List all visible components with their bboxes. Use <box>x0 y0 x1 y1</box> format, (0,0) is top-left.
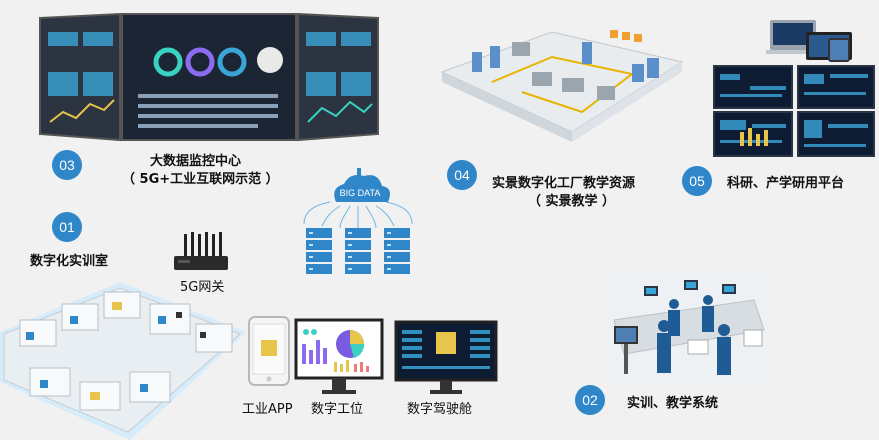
device-label-app: 工业APP <box>242 402 293 417</box>
module-badge-04: 04 <box>447 160 477 190</box>
module-badge-05: 05 <box>682 166 712 196</box>
module-title-01: 数字化实训室 <box>30 254 109 269</box>
phone-icon <box>248 316 290 386</box>
training-lab-model <box>0 272 246 440</box>
module-title-02: 实训、教学系统 <box>627 396 719 411</box>
big-data-label: BIG DATA <box>340 188 381 198</box>
industrial-app-phone <box>248 316 290 386</box>
module-title-05: 科研、产学研用平台 <box>727 176 845 191</box>
module-badge-03: 03 <box>52 150 82 180</box>
digital-workstation-monitor <box>294 318 384 398</box>
module-subtitle-04: （ 实景教学 ） <box>528 194 616 209</box>
device-label-workstation: 数字工位 <box>311 402 364 417</box>
server-stack-left <box>306 228 332 274</box>
module-title-04: 实景数字化工厂教学资源 <box>492 176 636 191</box>
server-stack-right <box>384 228 410 274</box>
teaching-system-scene <box>604 270 772 380</box>
video-wall-graphic <box>39 12 379 142</box>
module-title-03: 大数据监控中心 <box>150 154 242 169</box>
teaching-scene-graphic <box>604 270 772 380</box>
cockpit-graphic <box>394 320 498 394</box>
module-subtitle-03: （ 5G+工业互联网示范 ） <box>122 172 279 187</box>
big-data-graphic: BIG DATA <box>303 168 413 274</box>
gateway-label: 5G网关 <box>180 280 225 295</box>
big-data-cluster: BIG DATA <box>300 166 416 278</box>
training-lab-graphic <box>0 282 246 440</box>
module-badge-01: 01 <box>52 212 82 242</box>
gateway-icon <box>174 232 228 270</box>
module-badge-02: 02 <box>575 385 605 415</box>
server-stack-middle <box>345 228 371 274</box>
research-platform-screens <box>710 20 875 160</box>
device-label-cockpit: 数字驾驶舱 <box>407 402 473 417</box>
gateway-device <box>170 232 232 274</box>
workstation-graphic <box>294 318 384 394</box>
research-graphic <box>713 20 875 157</box>
digital-factory-model <box>432 12 690 148</box>
factory-graphic <box>440 30 684 142</box>
monitoring-video-wall <box>38 12 380 142</box>
digital-cockpit-monitor <box>394 320 498 396</box>
